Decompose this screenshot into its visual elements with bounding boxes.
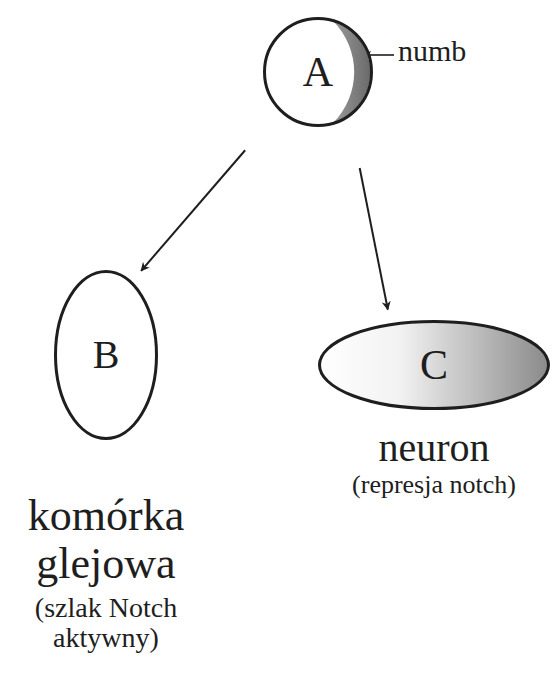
cell-type-note: (represja notch) [314,471,554,499]
cell-caption: komórka glejowa(szlak Notch aktywny) [1,492,211,654]
cell-ellipse: Cneuron(represja notch) [318,320,550,410]
cell-letter: C [420,344,448,386]
cell-type-name: neuron [314,426,554,469]
division-arrow [360,168,388,309]
cell-ellipse: Bkomórka glejowa(szlak Notch aktywny) [54,270,158,440]
division-arrow [141,150,245,271]
cell-caption: neuron(represja notch) [314,426,554,499]
cell-letter: A [303,51,333,93]
cell-letter: B [93,335,120,375]
numb-crescent [333,21,370,123]
protein-label: numb [398,36,466,66]
cell-type-name: komórka glejowa [1,492,211,587]
cell-type-note: (szlak Notch aktywny) [1,593,211,653]
cell-circle: A [263,17,373,127]
